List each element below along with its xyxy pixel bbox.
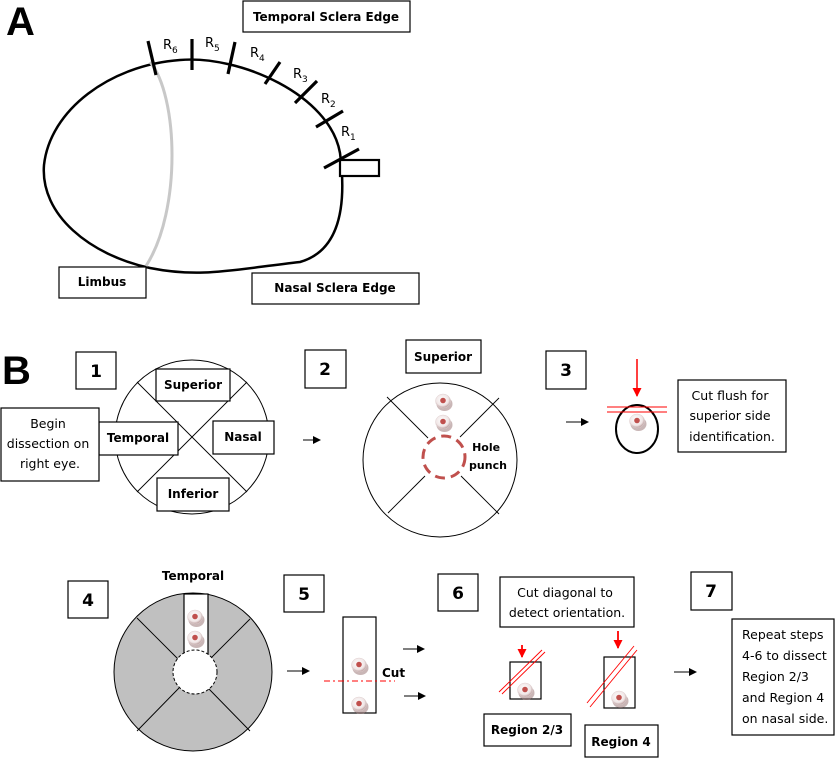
label-r2: R2 <box>321 92 336 110</box>
superior-label: Superior <box>414 350 472 364</box>
step-5: 5 Cut <box>283 574 426 715</box>
segment-divider <box>136 617 180 661</box>
tick-r3 <box>263 61 282 85</box>
region-4-piece <box>586 631 638 709</box>
panel-a-letter: A <box>6 0 35 44</box>
eye-outline <box>42 58 344 274</box>
panel-b: B 1 Superior Temporal Nasal Inferior Beg… <box>0 339 835 758</box>
quadrant-nasal-label: Nasal <box>224 430 262 444</box>
eye-disc-step2 <box>362 382 518 538</box>
nasal-edge-label-box: Nasal Sclera Edge <box>251 272 420 305</box>
diagonal-cut-line <box>586 645 635 704</box>
region-2-3-label: Region 2/3 <box>491 723 563 737</box>
quadrant-divider <box>459 397 500 438</box>
temporal-edge-label-box: Temporal Sclera Edge <box>242 0 411 33</box>
quadrant-divider <box>460 475 500 515</box>
region-labels: R6 R5 R4 R3 R2 R1 <box>163 36 356 143</box>
label-r4: R4 <box>250 46 265 64</box>
step-7-note: Repeat steps 4-6 to dissect Region 2/3 a… <box>742 627 831 726</box>
quadrant-temporal-label: Temporal <box>107 431 169 445</box>
region-4-label: Region 4 <box>591 735 650 749</box>
step-4: 4 Temporal <box>67 569 273 752</box>
step-4-number: 4 <box>82 591 94 611</box>
step-3: 3 Cut flush for superior side identifica… <box>545 350 787 454</box>
diagonal-cut-line <box>501 651 546 695</box>
limbus-arc <box>144 61 174 267</box>
step-7: 7 Repeat steps 4-6 to dissect Region 2/3… <box>690 571 835 736</box>
step-2: 2 Hole punch Superior <box>304 339 518 538</box>
step-2-number: 2 <box>319 360 331 380</box>
punched-hole <box>172 649 218 695</box>
optic-nerve-stub <box>338 158 381 178</box>
nasal-edge-label: Nasal Sclera Edge <box>274 281 395 295</box>
hole-punch-outline <box>421 434 467 480</box>
limbus-label-box: Limbus <box>58 266 147 299</box>
quadrant-inferior-label: Inferior <box>168 487 219 501</box>
panel-a: A R6 R5 R4 R3 R2 R1 Tempora <box>6 0 420 305</box>
segment-divider <box>136 687 180 732</box>
tick-r4 <box>226 41 237 75</box>
tick-r2 <box>293 79 319 105</box>
step-3-number: 3 <box>560 361 572 381</box>
label-r3: R3 <box>293 67 308 85</box>
label-r5: R5 <box>205 36 220 54</box>
region-ticks <box>146 39 360 170</box>
hole-punch-label: Hole punch <box>469 441 507 472</box>
label-r1: R1 <box>341 125 356 143</box>
tick-r6 <box>146 40 158 76</box>
step-3-note: Cut flush for superior side identificati… <box>689 388 775 444</box>
step-1: 1 Superior Temporal Nasal Inferior Begin… <box>0 351 275 515</box>
limbus-label: Limbus <box>78 275 127 289</box>
step-6-note: Cut diagonal to detect orientation. <box>509 585 625 620</box>
region-2-3-piece <box>498 645 546 701</box>
tick-r0 <box>323 147 360 170</box>
step-6: 6 Cut diagonal to detect orientation. Re… <box>437 573 659 758</box>
label-r6: R6 <box>163 38 178 56</box>
quadrant-divider <box>386 396 429 439</box>
step-1-note: Begin dissection on right eye. <box>7 416 93 471</box>
step-6-number: 6 <box>452 584 464 604</box>
cut-label: Cut <box>382 666 405 680</box>
temporal-label: Temporal <box>162 569 224 583</box>
quadrant-superior-label: Superior <box>164 378 222 392</box>
tick-r1 <box>315 109 344 129</box>
temporal-edge-label: Temporal Sclera Edge <box>253 10 399 24</box>
diagonal-cut-line <box>589 649 638 708</box>
step-7-number: 7 <box>705 582 717 602</box>
segment-divider <box>207 687 251 732</box>
quadrant-divider <box>387 475 426 514</box>
panel-b-letter: B <box>2 349 31 393</box>
step-1-number: 1 <box>90 362 102 382</box>
segment-divider <box>209 618 251 660</box>
step-5-number: 5 <box>298 585 310 605</box>
diagonal-cut-line <box>498 649 543 693</box>
